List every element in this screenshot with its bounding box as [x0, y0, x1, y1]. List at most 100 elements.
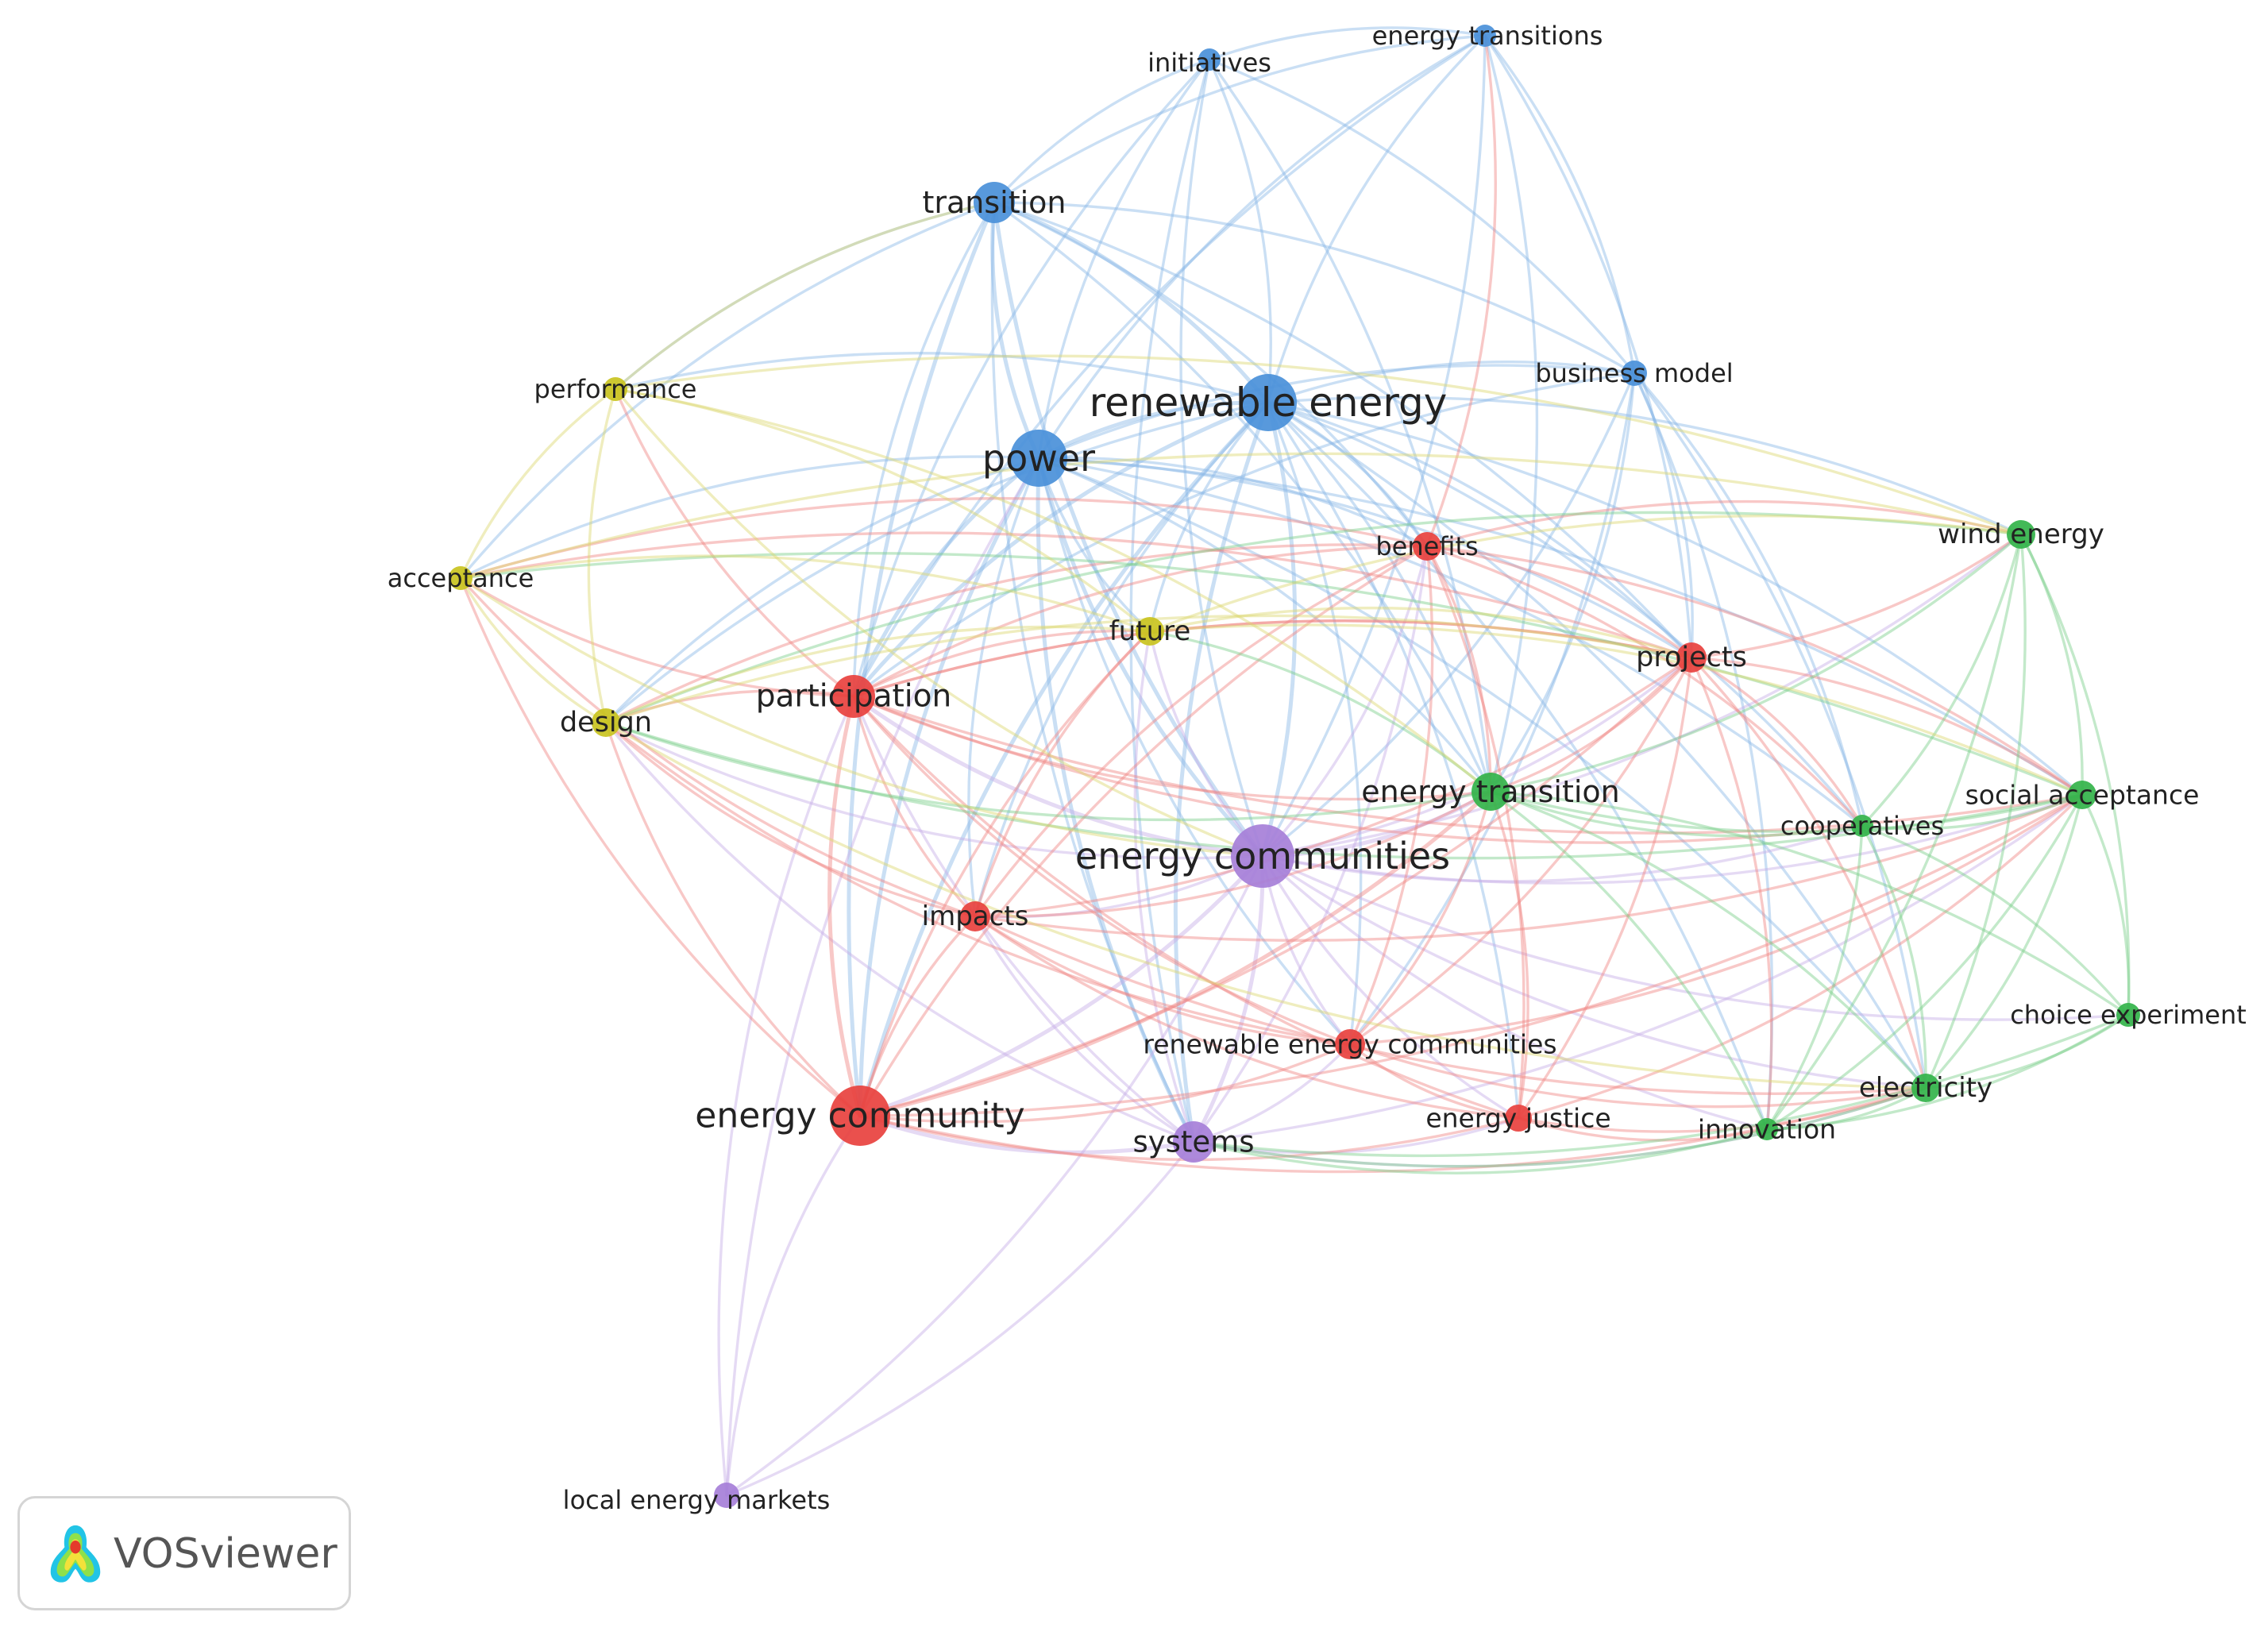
node-participation[interactable] [832, 675, 875, 718]
network-link [1261, 854, 2130, 1021]
network-link [1192, 1043, 1352, 1143]
node-initiatives[interactable] [1198, 48, 1221, 71]
network-link [1261, 34, 1487, 858]
network-link [1690, 656, 1864, 827]
node-wind-energy[interactable] [2007, 520, 2035, 549]
node-design[interactable] [592, 708, 620, 737]
node-acceptance[interactable] [449, 566, 472, 590]
network-link [1148, 606, 1693, 659]
network-link [1208, 26, 1487, 61]
node-performance[interactable] [604, 377, 627, 401]
node-label-cooperatives: cooperatives [1780, 811, 1944, 841]
network-link [1148, 623, 2084, 796]
network-link [1179, 58, 1264, 858]
node-energy-transition[interactable] [1472, 773, 1510, 811]
network-link [1037, 34, 1487, 460]
network-link [1483, 34, 1693, 659]
network-link [1191, 854, 1265, 1144]
network-link [1192, 1116, 1520, 1155]
network-link [967, 457, 1040, 918]
network-link [1148, 401, 1270, 633]
network-link [847, 200, 997, 1118]
node-label-energy-transition: energy transition [1361, 774, 1620, 809]
node-label-innovation: innovation [1698, 1114, 1836, 1145]
network-link [725, 1140, 1195, 1497]
node-energy-transitions[interactable] [1474, 25, 1496, 47]
node-local-energy-markets[interactable] [714, 1483, 739, 1508]
node-label-energy-communities: energy communities [1075, 835, 1450, 877]
node-benefits[interactable] [1413, 532, 1441, 561]
network-link [1690, 656, 1927, 1089]
node-transition[interactable] [974, 182, 1015, 223]
node-energy-community[interactable] [830, 1086, 890, 1146]
node-label-social-acceptance: social acceptance [1965, 780, 2200, 811]
network-link [1483, 34, 1539, 793]
network-link [614, 388, 855, 698]
node-power[interactable] [1010, 430, 1067, 487]
network-link [459, 452, 2023, 580]
network-link [614, 352, 1270, 404]
network-link [1765, 824, 1864, 1131]
node-business-model[interactable] [1622, 361, 1647, 386]
node-label-future: future [1109, 615, 1191, 647]
node-label-wind-energy: wind energy [1938, 519, 2104, 550]
network-link [1517, 1086, 1927, 1133]
network-link [852, 695, 977, 918]
node-label-energy-community: energy community [695, 1096, 1024, 1136]
node-cooperatives[interactable] [1851, 815, 1873, 837]
node-energy-justice[interactable] [1505, 1105, 1532, 1132]
network-link [1267, 401, 1492, 793]
node-projects[interactable] [1676, 642, 1707, 673]
network-link [1489, 790, 1529, 1120]
network-link [852, 695, 1195, 1143]
network-link [1348, 1043, 1520, 1120]
node-label-energy-justice: energy justice [1425, 1103, 1610, 1134]
network-link [604, 689, 855, 724]
network-link [1633, 372, 1927, 1089]
network-link [851, 456, 1041, 699]
node-label-participation: participation [756, 679, 951, 715]
node-impacts[interactable] [960, 901, 990, 931]
network-link [858, 915, 977, 1117]
network-link [459, 388, 617, 580]
network-link [614, 388, 1492, 793]
node-energy-communities[interactable] [1231, 824, 1294, 888]
network-link [1267, 401, 1864, 827]
network-link [1036, 456, 1265, 858]
node-future[interactable] [1136, 617, 1164, 646]
network-link [974, 656, 1693, 918]
network-link [852, 619, 1693, 698]
node-innovation[interactable] [1756, 1118, 1778, 1140]
node-social-acceptance[interactable] [2068, 781, 2096, 809]
node-renewable-energy-communities[interactable] [1335, 1029, 1365, 1059]
network-link [725, 1114, 862, 1497]
node-systems[interactable] [1173, 1121, 1214, 1163]
node-choice-experiment[interactable] [2116, 1003, 2140, 1027]
network-link [1489, 790, 1864, 838]
network-link [1517, 1116, 1768, 1142]
network-link [1208, 58, 1272, 404]
network-link [459, 201, 996, 580]
network-link [851, 694, 1265, 858]
network-link [1037, 457, 1492, 793]
network-link [459, 577, 977, 918]
network-link [614, 388, 1151, 633]
network-link [1173, 400, 1271, 1144]
network-link [725, 457, 1040, 1497]
network-link [604, 721, 1492, 822]
network-link [1861, 824, 2130, 1016]
node-electricity[interactable] [1911, 1074, 1940, 1102]
network-link [993, 201, 1492, 793]
network-link [1765, 793, 2084, 1131]
network-link [1489, 790, 1927, 1089]
network-link [1267, 401, 1768, 1131]
network-link [459, 577, 862, 1117]
network-link [1261, 545, 1429, 858]
node-renewable-energy[interactable] [1240, 374, 1297, 431]
network-link [1633, 372, 1694, 659]
network-link [1633, 372, 1774, 1131]
links-layer [459, 26, 2131, 1497]
network-link [990, 200, 1041, 461]
network-link [852, 695, 1352, 1046]
network-link [974, 915, 1927, 1095]
